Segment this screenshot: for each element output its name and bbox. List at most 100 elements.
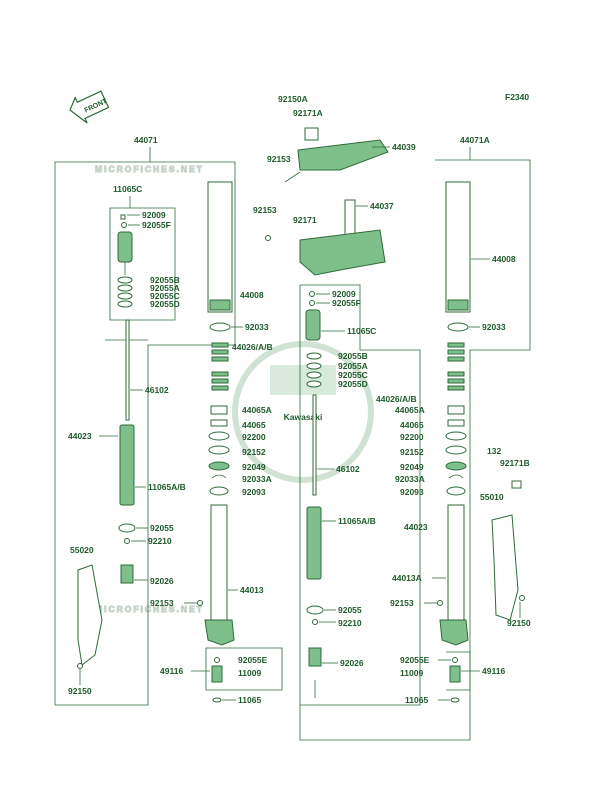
- lower-bracket: [299, 229, 386, 276]
- part-92093-left: 92093: [242, 487, 266, 497]
- damper-rod-left: [125, 319, 130, 421]
- part-92171: 92171: [293, 215, 317, 225]
- part-44065a-left: 44065A: [242, 405, 272, 415]
- fork-cap-left: [117, 231, 133, 263]
- part-92150-right: 92150: [507, 618, 531, 628]
- part-92152-right: 92152: [400, 447, 424, 457]
- part-44065a-right: 44065A: [395, 405, 425, 415]
- part-92055a-c: 92055A: [338, 361, 368, 371]
- part-92055-left: 92055: [150, 523, 174, 533]
- inner-tube-44013: [210, 504, 228, 621]
- part-44008-left: 44008: [240, 290, 264, 300]
- watermark-top: MICROFICHES.NET: [95, 164, 204, 174]
- part-92055-c: 92055: [338, 605, 362, 615]
- part-92049-right: 92049: [400, 462, 424, 472]
- spring-left: [211, 342, 229, 391]
- cylinder-44023-left: [119, 424, 135, 506]
- outer-tube-44008-left: [207, 181, 233, 313]
- part-92055c-left: 92055C: [150, 291, 180, 301]
- part-55020: 55020: [70, 545, 94, 555]
- part-92055f-c: 92055F: [332, 298, 361, 308]
- part-44071a: 44071A: [460, 135, 490, 145]
- part-44026ab-right: 44026/A/B: [376, 394, 417, 404]
- part-44013a: 44013A: [392, 573, 422, 583]
- part-92026-c: 92026: [340, 658, 364, 668]
- part-11065-left: 11065: [238, 695, 261, 705]
- axle-clamp-right: [439, 619, 469, 646]
- part-11065ab-c: 11065A/B: [338, 516, 376, 526]
- part-49116-left: 49116: [160, 666, 183, 676]
- part-92009-left: 92009: [142, 210, 166, 220]
- part-92150-left: 92150: [68, 686, 92, 696]
- damper-rod-center: [312, 394, 317, 496]
- part-11065c-left: 11065C: [113, 184, 142, 194]
- base-valve-left: [120, 564, 134, 584]
- part-44023-left: 44023: [68, 431, 92, 441]
- inner-tube-44013a: [447, 504, 465, 621]
- axle-clamp-left: [204, 619, 235, 646]
- part-44065-left: 44065: [242, 420, 266, 430]
- bolt-92009-left: [120, 214, 126, 220]
- part-132: 132: [487, 446, 501, 456]
- part-44026ab-left: 44026/A/B: [232, 342, 273, 352]
- part-92033-left: 92033: [245, 322, 269, 332]
- drain-bolt-right: [449, 665, 461, 683]
- part-92033a-right: 92033A: [395, 474, 425, 484]
- part-92210-left: 92210: [148, 536, 172, 546]
- fork-guard-right: [491, 514, 519, 621]
- part-92055f-left: 92055F: [142, 220, 171, 230]
- part-92009-c: 92009: [332, 289, 356, 299]
- part-11065c-c: 11065C: [347, 326, 376, 336]
- watermark-bottom: MICROFICHES.NET: [95, 604, 204, 614]
- part-92055b-c: 92055B: [338, 351, 368, 361]
- part-92093-right: 92093: [400, 487, 424, 497]
- part-55010: 55010: [480, 492, 504, 502]
- part-11065-right: 11065: [405, 695, 428, 705]
- part-92171b: 92171B: [500, 458, 530, 468]
- logo-text: Kawasaki: [284, 412, 323, 422]
- part-92049-left: 92049: [242, 462, 266, 472]
- spring-right: [447, 342, 465, 391]
- part-11065ab-left: 11065A/B: [148, 482, 186, 492]
- part-92200-right: 92200: [400, 432, 424, 442]
- part-44008-right: 44008: [492, 254, 516, 264]
- part-92153-rb: 92153: [390, 598, 414, 608]
- part-92152-left: 92152: [242, 447, 266, 457]
- front-arrow-icon: FRONT: [69, 90, 110, 124]
- part-92033-right: 92033: [482, 322, 506, 332]
- part-92153-lb: 92153: [150, 598, 174, 608]
- part-44013: 44013: [240, 585, 264, 595]
- diagram-code: F2340: [505, 92, 529, 102]
- drain-bolt-left: [211, 665, 223, 683]
- part-92153-top: 92153: [267, 154, 291, 164]
- part-49116-right: 49116: [482, 666, 505, 676]
- part-92200-left: 92200: [242, 432, 266, 442]
- part-92055d-c: 92055D: [338, 379, 368, 389]
- part-46102-left: 46102: [145, 385, 169, 395]
- part-92210-c: 92210: [338, 618, 362, 628]
- part-11009-left: 11009: [238, 668, 261, 678]
- part-92150a: 92150A: [278, 94, 308, 104]
- part-92055e-left: 92055E: [238, 655, 268, 665]
- part-92171a: 92171A: [293, 108, 323, 118]
- part-44065-right: 44065: [400, 420, 424, 430]
- part-92026-left: 92026: [150, 576, 174, 586]
- upper-bracket-44039: [297, 139, 389, 171]
- part-44037: 44037: [370, 201, 394, 211]
- part-46102-c: 46102: [336, 464, 360, 474]
- part-92055b-left: 92055B: [150, 275, 180, 285]
- part-44039: 44039: [392, 142, 416, 152]
- fork-guard-left: [77, 564, 103, 666]
- part-44071-left: 44071: [134, 135, 158, 145]
- part-92153-mid: 92153: [253, 205, 277, 215]
- fork-cap-center: [305, 309, 321, 341]
- part-92055e-right: 92055E: [400, 655, 430, 665]
- part-11009-right: 11009: [400, 668, 423, 678]
- kawasaki-logo: Kawasaki: [232, 341, 374, 483]
- part-92055c-c: 92055C: [338, 370, 368, 380]
- part-92055d-left: 92055D: [150, 299, 180, 309]
- part-92033a-left: 92033A: [242, 474, 272, 484]
- base-valve-center: [308, 647, 322, 667]
- cylinder-44023-center: [306, 506, 322, 580]
